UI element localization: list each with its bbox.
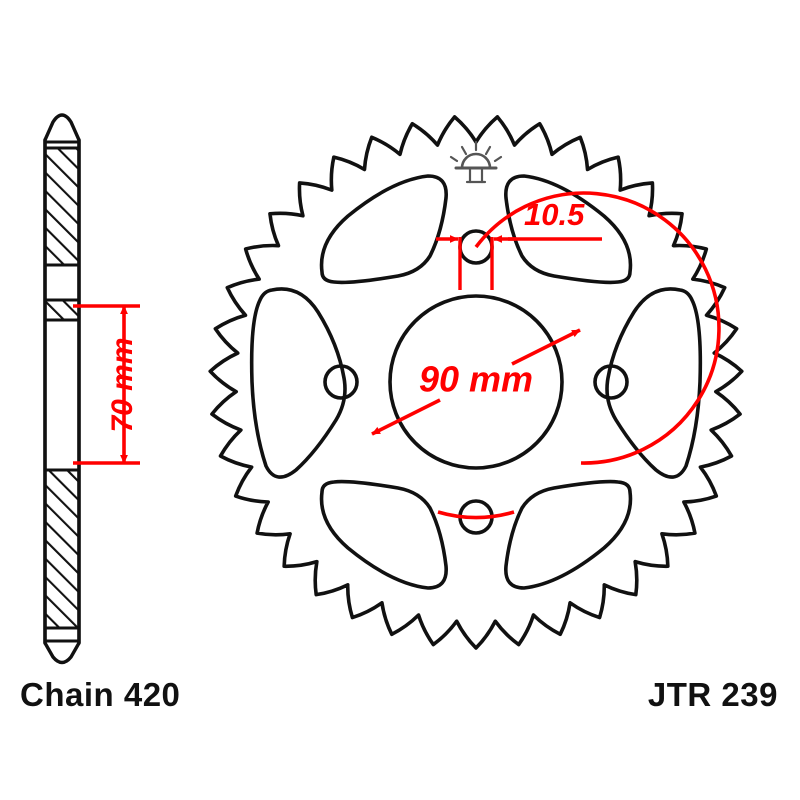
side-profile-view	[43, 113, 81, 665]
lightening-hole-bottom-right	[504, 479, 633, 590]
bolt-hole-dimension-10-5	[436, 235, 602, 290]
bolt-hole-dimension-label: 10.5	[524, 197, 585, 232]
bolt-circle-dimension-label: 90 mm	[419, 359, 533, 400]
section-hatching	[45, 148, 79, 628]
chain-size-caption: Chain 420	[20, 676, 181, 713]
lightening-hole-bottom-left	[319, 479, 448, 590]
bolt-circle-dimension-90mm	[371, 191, 721, 520]
sprocket-teeth-outline	[208, 115, 744, 650]
lightening-hole-left	[249, 287, 347, 479]
side-band-rules	[43, 140, 81, 643]
lightening-hole-right	[605, 287, 703, 479]
side-profile-outline	[43, 113, 81, 665]
bore-dimension-70mm	[73, 304, 140, 465]
diameter-leader-right	[511, 328, 581, 366]
sprocket-face-view	[208, 115, 744, 650]
lightening-holes	[249, 174, 703, 590]
lightening-hole-top-right	[504, 174, 633, 285]
lightening-hole-top-left	[319, 174, 448, 285]
sunburst-logo	[449, 140, 503, 184]
centre-bore	[388, 294, 564, 470]
diameter-leader-left	[371, 398, 441, 436]
bolt-circle-arc-bottom	[437, 510, 515, 520]
bolt-circle-arc-main	[474, 191, 721, 465]
part-number-caption: JTR 239	[647, 676, 778, 713]
bore-dimension-label: 70 mm	[106, 337, 139, 432]
